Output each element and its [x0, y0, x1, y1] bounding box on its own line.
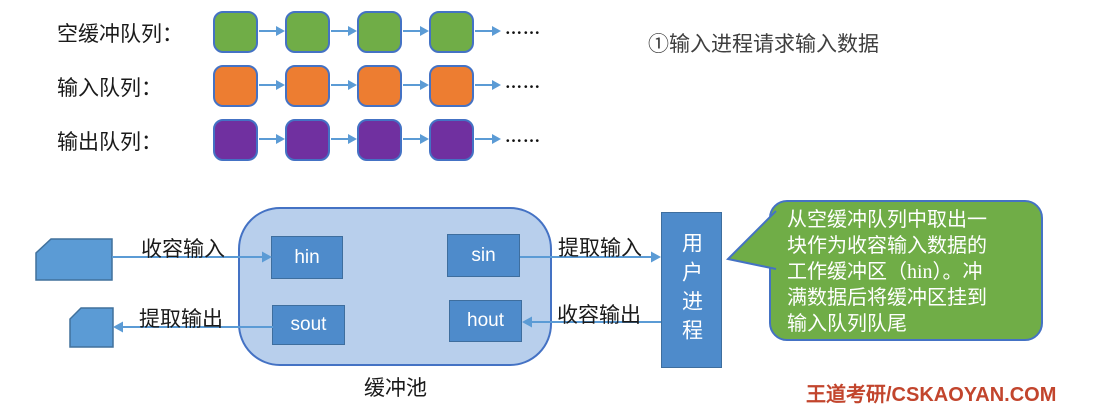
- queue-trail-arrow-icon: [475, 80, 501, 90]
- queue-link-arrow-icon: [331, 134, 357, 144]
- output-queue-row: 输出队列： ……: [0, 119, 560, 161]
- ellipsis-dots: ……: [505, 19, 541, 38]
- queue-link-arrow-icon: [259, 26, 285, 36]
- queue-link-arrow-icon: [331, 26, 357, 36]
- input-buffer-block: [357, 65, 402, 107]
- empty-buffer-block: [429, 11, 474, 53]
- output-buffer-block: [285, 119, 330, 161]
- step1-note: ①输入进程请求输入数据: [648, 32, 879, 56]
- input-buffer-block: [213, 65, 258, 107]
- output-device-shape: [69, 307, 114, 348]
- callout-line: 工作缓冲区（hin）。冲: [787, 261, 983, 283]
- empty-buffer-block: [285, 11, 330, 53]
- output-buffer-block: [429, 119, 474, 161]
- watermark: 王道考研/CSKAOYAN.COM: [806, 384, 1057, 406]
- ellipsis-dots: ……: [505, 73, 541, 92]
- callout-line: 满数据后将缓冲区挂到: [787, 287, 987, 309]
- fetch-output-label: 提取输出: [139, 307, 223, 331]
- slot-sin: sin: [447, 234, 520, 277]
- queue-trail-arrow-icon: [475, 134, 501, 144]
- slot-sout: sout: [272, 305, 345, 345]
- input-buffer-block: [285, 65, 330, 107]
- queue-link-arrow-icon: [331, 80, 357, 90]
- output-buffer-block: [357, 119, 402, 161]
- empty-buffer-queue-label: 空缓冲队列：: [57, 22, 183, 46]
- callout-line: 输入队列队尾: [787, 313, 907, 335]
- queue-link-arrow-icon: [259, 80, 285, 90]
- slot-hout: hout: [449, 300, 522, 342]
- queue-trail-arrow-icon: [475, 26, 501, 36]
- input-queue-row: 输入队列： ……: [0, 65, 560, 107]
- slot-hin: hin: [271, 236, 343, 279]
- ellipsis-dots: ……: [505, 127, 541, 146]
- empty-buffer-block: [357, 11, 402, 53]
- store-output-label: 收容输出: [557, 303, 641, 327]
- fetch-input-label: 提取输入: [558, 236, 642, 260]
- queue-link-arrow-icon: [403, 80, 429, 90]
- input-queue-label: 输入队列：: [57, 76, 162, 100]
- output-buffer-block: [213, 119, 258, 161]
- empty-buffer-queue-row: 空缓冲队列： ……: [0, 11, 560, 53]
- input-device-shape: [35, 238, 113, 281]
- user-process-box: 用户进程: [661, 212, 722, 368]
- queue-link-arrow-icon: [259, 134, 285, 144]
- buffer-pool-label: 缓冲池: [364, 376, 427, 400]
- callout-line: 从空缓冲队列中取出一: [787, 209, 987, 231]
- user-process-label: 用户进程: [679, 232, 704, 348]
- callout-line: 块作为收容输入数据的: [787, 235, 987, 257]
- output-queue-label: 输出队列：: [57, 130, 162, 154]
- store-input-label: 收容输入: [141, 237, 225, 261]
- queue-link-arrow-icon: [403, 134, 429, 144]
- callout-bubble: 从空缓冲队列中取出一 块作为收容输入数据的 工作缓冲区（hin）。冲 满数据后将…: [769, 200, 1043, 341]
- empty-buffer-block: [213, 11, 258, 53]
- input-buffer-block: [429, 65, 474, 107]
- queue-link-arrow-icon: [403, 26, 429, 36]
